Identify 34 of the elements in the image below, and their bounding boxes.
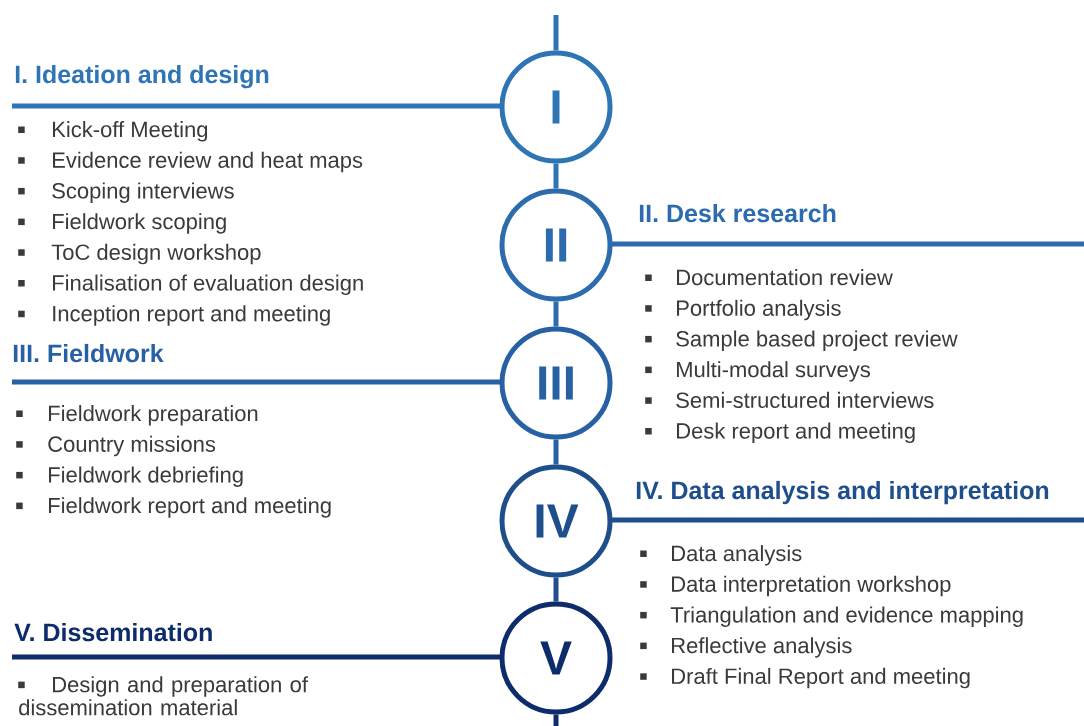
- bullet-item: Data analysis: [640, 545, 802, 566]
- bullet-item: Inception report and meeting: [18, 305, 330, 326]
- bullet-item: Desk report and meeting: [645, 422, 915, 444]
- section-heading: III. Fieldwork: [13, 343, 164, 363]
- section-heading: I. Ideation and design: [15, 64, 269, 89]
- bullet-item: Data interpretation workshop: [640, 575, 951, 597]
- bullet-item: Evidence review and heat maps: [18, 151, 363, 173]
- section-heading: IV. Data analysis and interpretation: [636, 480, 1049, 505]
- connector-line: [553, 301, 559, 327]
- bullet-item: Draft Final Report and meeting: [640, 667, 970, 689]
- connector-line: [553, 714, 559, 726]
- connector-line: [553, 163, 559, 189]
- bullet-item: Sample based project review: [645, 330, 958, 351]
- bullet-item: Finalisation of evaluation design: [18, 274, 363, 296]
- bullet-item: Semi-structured interviews: [645, 391, 934, 409]
- bullet-item: Portfolio analysis: [645, 299, 841, 321]
- section-heading: V. Dissemination: [14, 622, 212, 642]
- bullet-item: Fieldwork scoping: [18, 213, 226, 234]
- bullet-item: Kick-off Meeting: [18, 121, 208, 142]
- connector-line: [553, 439, 559, 465]
- bullet-item: ToC design workshop: [18, 243, 261, 265]
- section-heading: II. Desk research: [639, 203, 836, 223]
- bullet-item: Fieldwork report and meeting: [16, 497, 331, 518]
- bullet-item: Multi-modal surveys: [645, 361, 870, 382]
- bullet-item: Design and preparation of dissemination material: [18, 676, 308, 716]
- connector-line: [553, 577, 559, 602]
- bullet-item: Fieldwork preparation: [16, 405, 258, 426]
- bullet-item: Country missions: [16, 435, 216, 457]
- bullet-item: Documentation review: [645, 269, 893, 286]
- bullet-item: Fieldwork debriefing: [16, 466, 243, 487]
- connector-line: [553, 15, 559, 51]
- bullet-item: Reflective analysis: [640, 637, 852, 658]
- bullet-item: Scoping interviews: [18, 182, 234, 203]
- bullet-item: Triangulation and evidence mapping: [640, 606, 1023, 627]
